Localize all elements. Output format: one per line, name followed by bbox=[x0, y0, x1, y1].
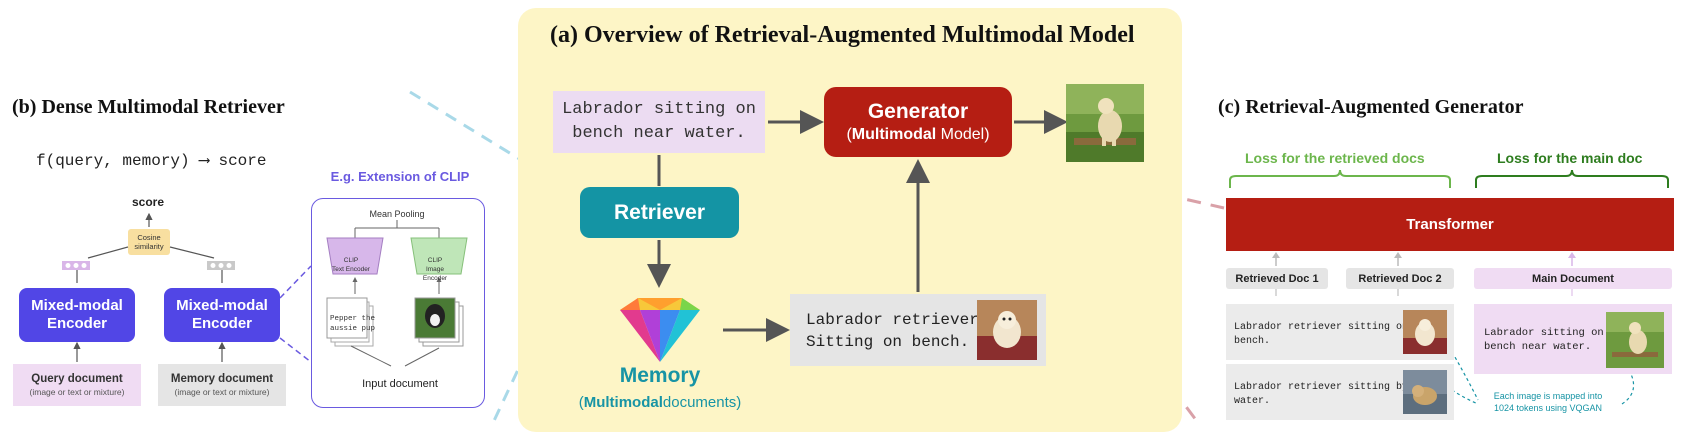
clip-extension-title: E.g. Extension of CLIP bbox=[330, 169, 470, 184]
main-document-label: Main Document bbox=[1474, 268, 1672, 289]
vqgan-note: Each image is mapped into 1024 tokens us… bbox=[1493, 391, 1603, 413]
retrieved-document-box: Labrador retriever Sitting on bench. bbox=[790, 294, 1046, 366]
retrieved-doc-2-label: Retrieved Doc 2 bbox=[1346, 268, 1454, 289]
clip-text-encoder: CLIP Text Encoder bbox=[332, 257, 370, 273]
clip-diagram bbox=[326, 220, 468, 367]
memory-title: Memory bbox=[619, 364, 701, 387]
generator-title: Generator bbox=[867, 100, 969, 123]
main-document-image bbox=[1606, 312, 1664, 368]
pepper-text-doc: Pepper the aussie pup bbox=[330, 315, 376, 333]
query-encoder: Mixed-modal Encoder bbox=[19, 288, 135, 342]
mean-pooling-label: Mean Pooling bbox=[369, 209, 425, 219]
generated-dog-image bbox=[1066, 84, 1144, 162]
retrieved-doc-row-2: Labrador retriever sitting by water. bbox=[1226, 364, 1454, 420]
query-document-box: Query document (image or text or mixture… bbox=[13, 364, 141, 406]
memory-document-box: Memory document (image or text or mixtur… bbox=[158, 364, 286, 406]
retrieved-doc-2-text: Labrador retriever sitting by water. bbox=[1234, 382, 1409, 407]
generator-block: Generator (Multimodal Model) bbox=[824, 87, 1012, 157]
loss-main-label: Loss for the main doc bbox=[1497, 150, 1643, 166]
overview-title: (a) Overview of Retrieval-Augmented Mult… bbox=[550, 22, 1135, 48]
retrieved-doc-1-text: Labrador retriever sitting on bench. bbox=[1234, 322, 1409, 347]
score-formula: f(query, memory) ⟶ score bbox=[36, 152, 267, 170]
memory-subtitle: (Multimodal documents) bbox=[578, 394, 742, 411]
transformer-block: Transformer bbox=[1226, 198, 1674, 251]
retrieved-doc-1-label: Retrieved Doc 1 bbox=[1226, 268, 1328, 289]
score-label: score bbox=[131, 195, 165, 209]
loss-retrieved-label: Loss for the retrieved docs bbox=[1245, 150, 1425, 166]
main-document-row: Labrador sitting on bench near water. bbox=[1474, 304, 1672, 374]
query-text-box: Labrador sitting on bench near water. bbox=[553, 91, 765, 153]
query-line-2: bench near water. bbox=[572, 124, 746, 143]
retriever-panel-title: (b) Dense Multimodal Retriever bbox=[12, 96, 285, 118]
retrieved-doc-2-image bbox=[1403, 370, 1447, 414]
retrieved-doc-row-1: Labrador retriever sitting on bench. bbox=[1226, 304, 1454, 360]
memory-gem-icon bbox=[620, 298, 700, 362]
memory-encoder: Mixed-modal Encoder bbox=[164, 288, 280, 342]
main-document-text: Labrador sitting on bench near water. bbox=[1484, 327, 1604, 353]
clip-image-encoder: CLIP Image Encoder bbox=[422, 257, 448, 282]
cosine-similarity-box: Cosine similarity bbox=[128, 229, 170, 255]
query-line-1: Labrador sitting on bbox=[562, 100, 756, 119]
retrieved-document-text: Labrador retriever Sitting on bench. bbox=[806, 311, 979, 351]
retrieved-doc-1-image bbox=[1403, 310, 1447, 354]
retriever-diagram-lines bbox=[62, 212, 235, 362]
input-document-label: Input document bbox=[362, 378, 438, 390]
retrieved-dog-image bbox=[977, 300, 1037, 360]
generator-panel-title: (c) Retrieval-Augmented Generator bbox=[1218, 96, 1524, 118]
generator-subtitle: (Multimodal Model) bbox=[846, 126, 990, 143]
retriever-block: Retriever bbox=[580, 187, 739, 238]
